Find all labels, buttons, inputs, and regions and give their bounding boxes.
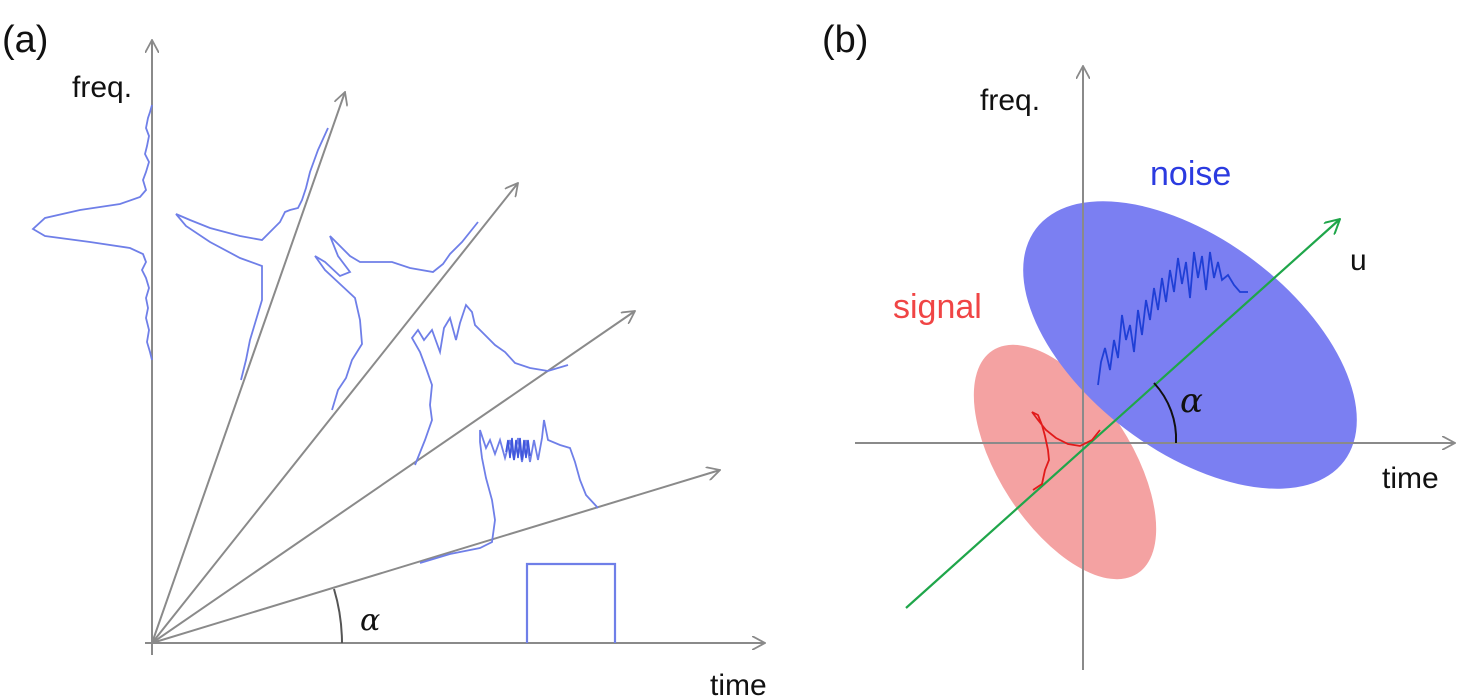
panel-a-freq-label: freq. [72,71,132,104]
panel-a-rotated-axis-4 [151,470,720,644]
panel-a-spectrum-2 [314,221,479,411]
panel-b: (b) α freq. time u noise signal [822,19,1455,670]
panel-a: (a) α freq. time [2,19,767,700]
panel-a-spectrum-4 [419,419,599,564]
noise-trace [1097,251,1248,386]
panel-b-freq-label: freq. [980,84,1040,117]
signal-label: signal [893,288,982,326]
panel-b-angle-arc [1153,382,1178,444]
panel-a-rotated-axis-3 [151,311,635,644]
noise-label: noise [1150,155,1231,193]
signal-trace [1031,411,1101,491]
u-axis-label: u [1350,244,1367,277]
panel-a-angle-arc [333,588,343,644]
noise-ellipse [1023,201,1357,489]
panel-a-spectrum-1 [175,127,329,381]
panel-a-label: (a) [2,19,48,61]
panel-a-spectrum-freq-axis [31,104,153,361]
signal-ellipse [973,344,1157,580]
panel-a-rotated-axis-1 [151,92,345,644]
panel-a-time-label: time [710,669,767,700]
panel-a-spectrum-3 [410,303,569,466]
panel-b-time-label: time [1382,462,1439,495]
panel-a-spectrum-4-ripple [505,437,531,461]
panel-b-label: (b) [822,19,868,61]
panel-a-rotated-axis-2 [151,183,518,644]
panel-a-angle-label: α [360,603,380,638]
u-axis [905,219,1340,609]
panel-b-angle-label: α [1180,381,1203,421]
panel-a-rect-signal [525,562,617,643]
